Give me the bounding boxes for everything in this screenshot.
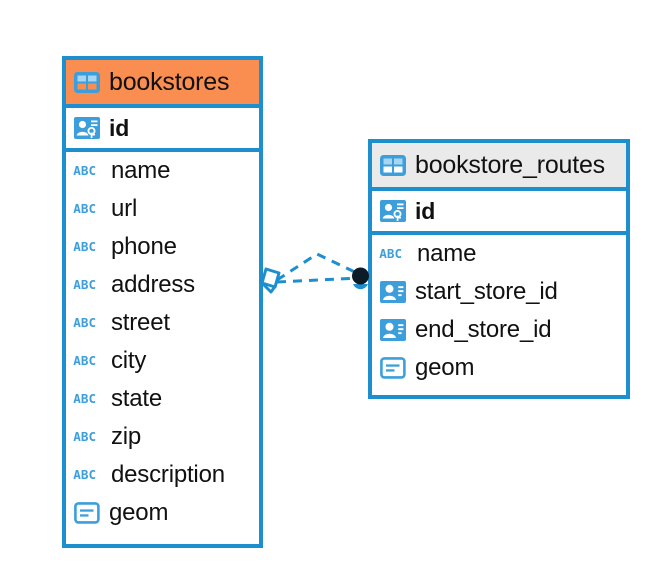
relationship-line-lower bbox=[276, 276, 360, 284]
field-row-end-store-id[interactable]: end_store_id bbox=[372, 311, 626, 349]
entity-header-bookstores[interactable]: bookstores bbox=[66, 60, 259, 108]
table-icon bbox=[380, 154, 406, 176]
field-label-geom: geom bbox=[109, 499, 169, 526]
field-row-url[interactable]: ABC url bbox=[66, 190, 259, 228]
abc-text-icon: ABC bbox=[73, 202, 97, 216]
field-label-id: id bbox=[415, 197, 436, 224]
primary-key-icon bbox=[380, 200, 406, 222]
diamond-marker bbox=[260, 267, 281, 294]
relationship-connector[interactable] bbox=[255, 240, 380, 310]
entity-header-bookstore-routes[interactable]: bookstore_routes bbox=[372, 143, 626, 191]
entity-title-bookstore-routes: bookstore_routes bbox=[415, 150, 605, 179]
entity-table-bookstore-routes[interactable]: bookstore_routes id ABC name bbox=[368, 139, 630, 399]
field-label-phone: phone bbox=[111, 233, 177, 260]
geometry-icon bbox=[74, 502, 100, 524]
field-row-zip[interactable]: ABC zip bbox=[66, 418, 259, 456]
field-row-street[interactable]: ABC street bbox=[66, 304, 259, 342]
field-label-address: address bbox=[111, 271, 195, 298]
field-row-description[interactable]: ABC description bbox=[66, 456, 259, 494]
table-icon bbox=[74, 71, 100, 93]
abc-text-icon: ABC bbox=[73, 240, 97, 254]
field-label-city: city bbox=[111, 347, 147, 374]
field-row-name[interactable]: ABC name bbox=[372, 235, 626, 273]
field-row-phone[interactable]: ABC phone bbox=[66, 228, 259, 266]
field-row-geom[interactable]: geom bbox=[372, 349, 626, 387]
abc-text-icon: ABC bbox=[73, 392, 97, 406]
abc-text-icon: ABC bbox=[73, 278, 97, 292]
field-row-address[interactable]: ABC address bbox=[66, 266, 259, 304]
field-row-geom[interactable]: geom bbox=[66, 494, 259, 532]
relationship-line-upper bbox=[276, 252, 360, 282]
geometry-icon bbox=[380, 357, 406, 379]
field-row-start-store-id[interactable]: start_store_id bbox=[372, 273, 626, 311]
field-label-url: url bbox=[111, 195, 138, 222]
field-label-state: state bbox=[111, 385, 163, 412]
foreign-key-icon bbox=[380, 281, 406, 303]
abc-text-icon: ABC bbox=[379, 247, 403, 261]
entity-table-bookstores[interactable]: bookstores id ABC name bbox=[62, 56, 263, 548]
filled-circle-marker bbox=[352, 267, 369, 290]
field-label-description: description bbox=[111, 461, 225, 488]
field-label-geom: geom bbox=[415, 354, 475, 381]
abc-text-icon: ABC bbox=[73, 430, 97, 444]
field-label-zip: zip bbox=[111, 423, 142, 450]
field-label-id: id bbox=[109, 114, 130, 141]
primary-key-icon bbox=[74, 117, 100, 139]
field-row-primary-key[interactable]: id bbox=[66, 108, 259, 152]
foreign-key-icon bbox=[380, 319, 406, 341]
abc-text-icon: ABC bbox=[73, 316, 97, 330]
field-row-state[interactable]: ABC state bbox=[66, 380, 259, 418]
entity-title-bookstores: bookstores bbox=[109, 67, 230, 96]
abc-text-icon: ABC bbox=[73, 354, 97, 368]
field-row-primary-key[interactable]: id bbox=[372, 191, 626, 235]
field-label-end-store-id: end_store_id bbox=[415, 316, 552, 343]
field-label-name: name bbox=[111, 157, 171, 184]
field-label-name: name bbox=[417, 240, 477, 267]
abc-text-icon: ABC bbox=[73, 164, 97, 178]
field-label-street: street bbox=[111, 309, 170, 336]
field-label-start-store-id: start_store_id bbox=[415, 278, 558, 305]
field-row-city[interactable]: ABC city bbox=[66, 342, 259, 380]
abc-text-icon: ABC bbox=[73, 468, 97, 482]
field-row-name[interactable]: ABC name bbox=[66, 152, 259, 190]
